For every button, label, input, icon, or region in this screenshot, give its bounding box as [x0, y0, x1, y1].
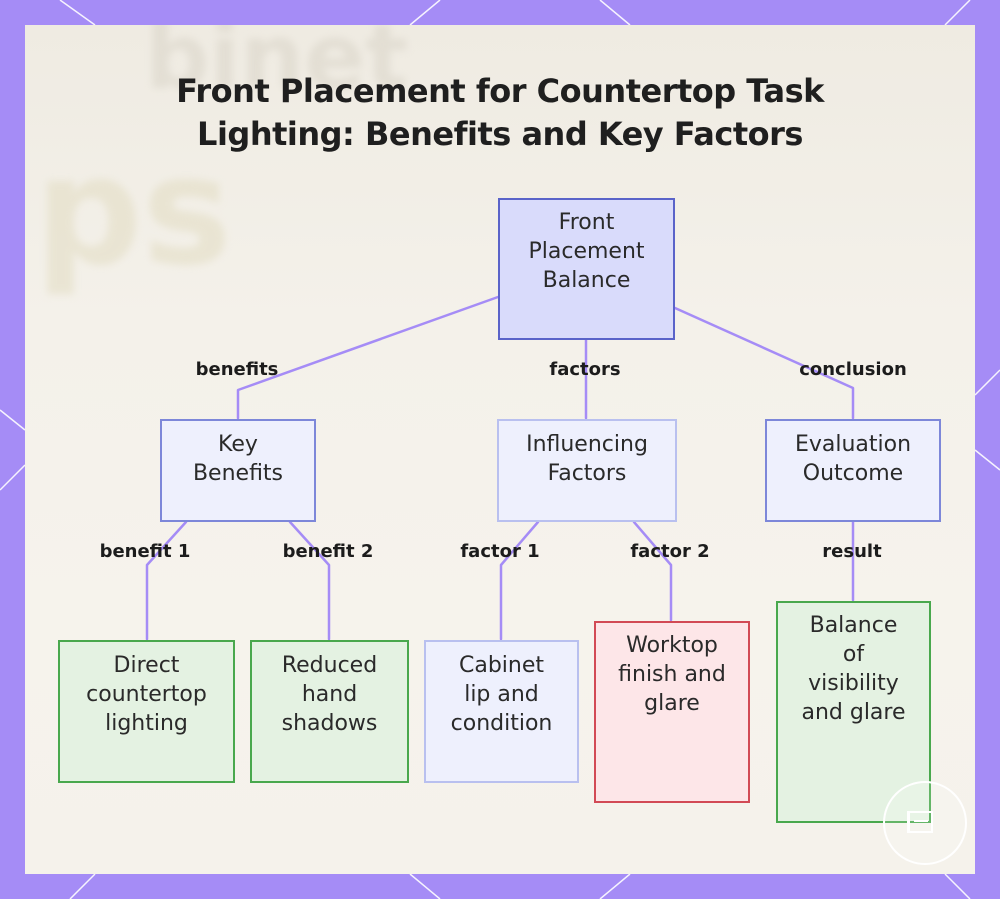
- node-label: Balance of visibility and glare: [801, 613, 906, 725]
- node-reduced-hand-shadows: Reduced hand shadows: [250, 640, 409, 783]
- node-front-placement-balance: Front Placement Balance: [498, 198, 675, 340]
- edge-label-conclusion: conclusion: [799, 359, 907, 380]
- background-watermark-text: binet: [145, 25, 409, 110]
- node-label: Reduced hand shadows: [281, 653, 378, 736]
- edge-label-benefit-2: benefit 2: [282, 541, 374, 562]
- edge-label-factor-2: factor 2: [630, 541, 710, 562]
- edge-benefit-1: [145, 520, 188, 641]
- node-label: Key Benefits: [192, 432, 284, 486]
- diagram-title: Front Placement for Countertop Task Ligh…: [0, 70, 1000, 156]
- edge-conclusion: [673, 306, 855, 420]
- node-direct-countertop-lighting: Direct countertop lighting: [58, 640, 235, 783]
- edge-factor-2: [632, 520, 673, 622]
- node-label: Cabinet lip and condition: [450, 653, 553, 736]
- node-evaluation-outcome: Evaluation Outcome: [765, 419, 941, 522]
- node-label: Influencing Factors: [526, 432, 648, 486]
- edge-label-result: result: [822, 541, 882, 562]
- node-influencing-factors: Influencing Factors: [497, 419, 677, 522]
- title-line-2: Lighting: Benefits and Key Factors: [197, 115, 803, 153]
- document-icon: [907, 811, 933, 833]
- node-cabinet-lip-and-condition: Cabinet lip and condition: [424, 640, 579, 783]
- title-line-1: Front Placement for Countertop Task: [176, 72, 824, 110]
- node-label: Front Placement Balance: [528, 210, 645, 293]
- edge-label-factors: factors: [549, 359, 621, 380]
- node-key-benefits: Key Benefits: [160, 419, 316, 522]
- node-worktop-finish-and-glare: Worktop finish and glare: [594, 621, 750, 803]
- edge-factor-1: [499, 520, 540, 641]
- node-label: Worktop finish and glare: [618, 633, 726, 716]
- logo-badge: [883, 781, 967, 865]
- node-label: Evaluation Outcome: [794, 432, 912, 486]
- edge-benefit-2: [288, 520, 331, 641]
- edge-label-benefits: benefits: [195, 359, 279, 380]
- edge-label-benefit-1: benefit 1: [99, 541, 191, 562]
- node-label: Direct countertop lighting: [86, 653, 207, 736]
- background-watermark-text: ps: [35, 125, 232, 299]
- edge-label-factor-1: factor 1: [460, 541, 540, 562]
- edge-benefits: [236, 295, 500, 420]
